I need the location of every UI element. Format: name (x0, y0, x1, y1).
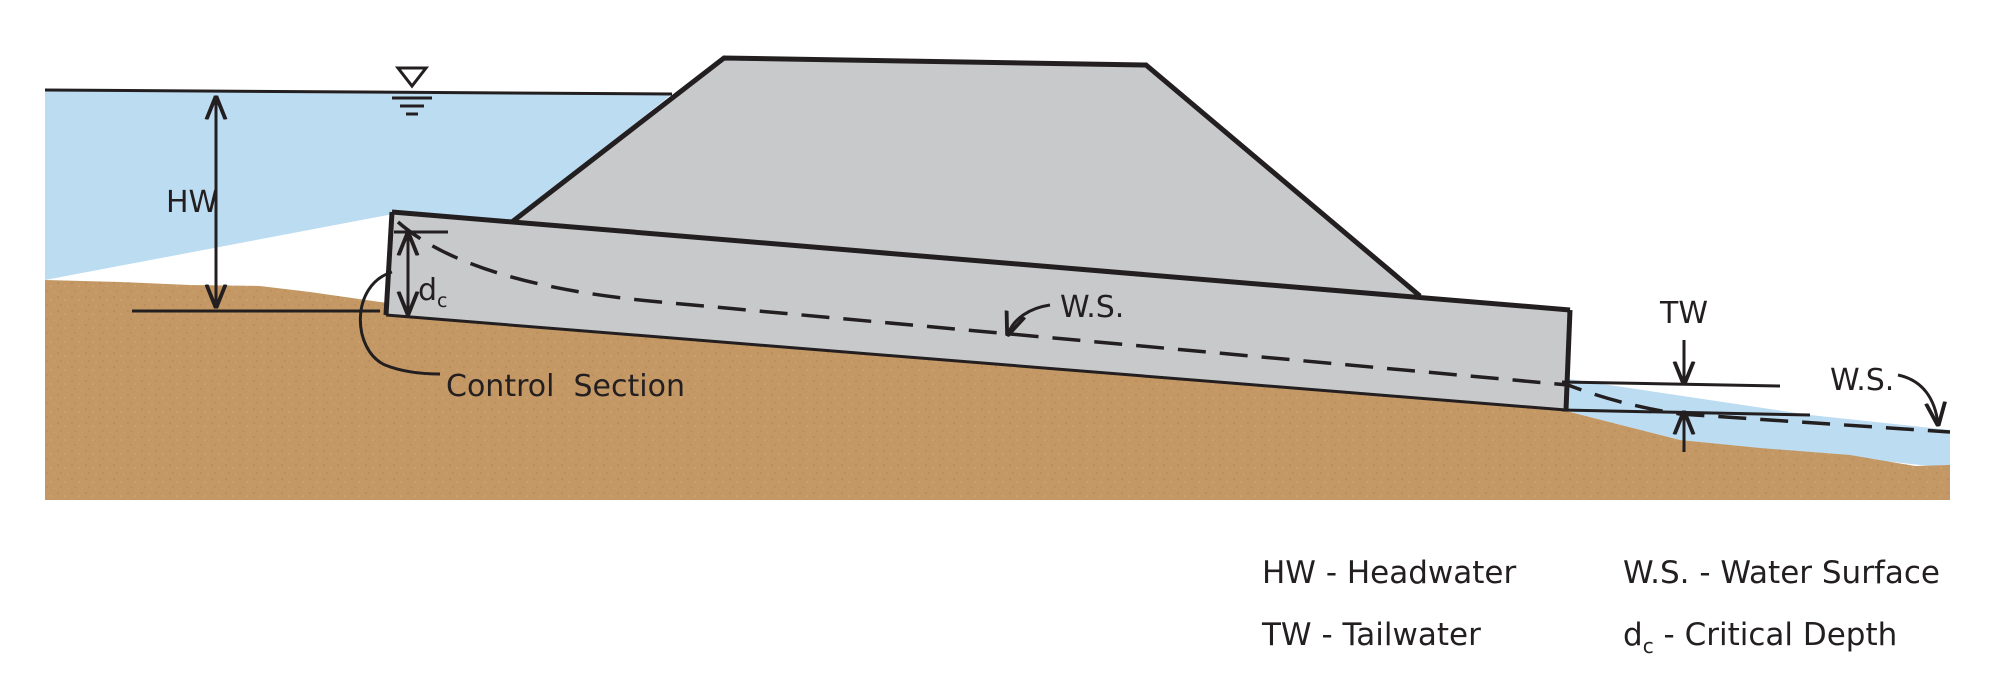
tw-label: TW (1659, 296, 1708, 331)
ws-inlet-leader (1008, 303, 1051, 334)
legend-dc-sub: c (1643, 634, 1654, 658)
culvert-top-edge (391, 209, 1571, 313)
embankment (508, 58, 1420, 296)
water-level-marker-icon (392, 66, 432, 116)
ws-outlet-label: W.S. (1830, 363, 1894, 398)
headwater-surface-line (44, 88, 673, 96)
ws-outlet-leader (1897, 373, 1938, 424)
dc-label-sub: c (437, 290, 447, 312)
ground-soil (45, 280, 1950, 500)
dc-label-main: d (418, 273, 437, 308)
legend-hw: HW - Headwater (1262, 555, 1516, 591)
water-surface-dashed-line (396, 220, 1951, 434)
legend: HW - Headwater TW - Tailwater W.S. - Wat… (1261, 555, 1940, 658)
ws-inlet-label: W.S. (1060, 290, 1124, 325)
culvert-barrel (386, 212, 1570, 410)
culvert-outlet-edge (1563, 309, 1573, 411)
dc-label: dc (418, 273, 448, 312)
hw-label: HW (166, 185, 218, 220)
control-section-label: Control Section (446, 369, 685, 404)
culvert-inlet-edge (383, 211, 395, 316)
tailwater-channel (1562, 378, 1950, 468)
culvert-bottom-line (385, 313, 1567, 412)
legend-dc-rest: - Critical Depth (1654, 617, 1898, 653)
headwater-pool (45, 90, 672, 280)
legend-ws: W.S. - Water Surface (1623, 555, 1940, 591)
embankment-outline (506, 55, 1422, 298)
tailwater-surface-line (1561, 380, 1781, 388)
legend-tw: TW - Tailwater (1261, 617, 1481, 653)
control-section-leader (358, 270, 441, 376)
legend-dc: dc - Critical Depth (1623, 617, 1897, 658)
legend-dc-main: d (1623, 617, 1643, 653)
